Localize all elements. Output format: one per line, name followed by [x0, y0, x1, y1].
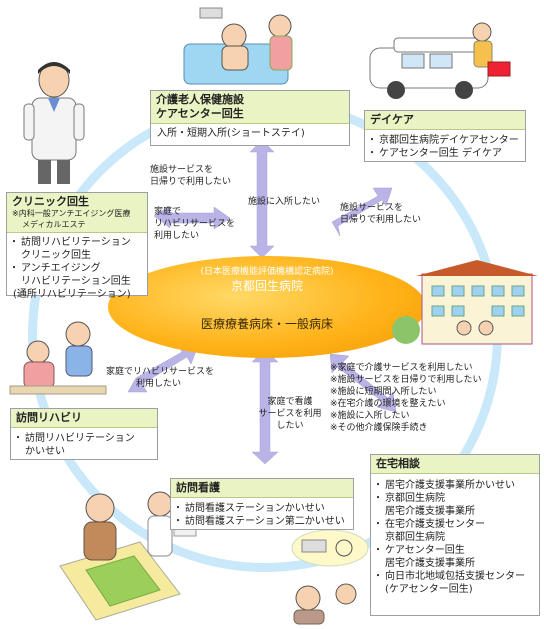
home-consult-item: ケアセンター回生 居宅介護支援事業所 [373, 544, 535, 570]
daycare-box: デイケア 京都回生病院デイケアセンター ケアセンター回生 デイケア [364, 110, 526, 162]
home-consult-item: 向日市北地域包括支援センター (ケアセンター回生) [373, 570, 535, 596]
home-consult-item: 在宅介護支援センター 京都回生病院 [373, 518, 535, 544]
note-top: 施設に入所したい [248, 197, 321, 207]
home-consult-item2-label: 京都回生病院 [385, 493, 445, 504]
note-right-bottom: ※家庭で介護サービスを利用したい ※施設サービスを日帰りで利用したい ※施設に短… [330, 362, 482, 434]
clinic-item2-line3: (通所リハビリテーション) [13, 289, 131, 300]
hospital-name: 京都回生病院 [230, 279, 303, 293]
home-consult-item4-sub: 居宅介護支援事業所 [385, 558, 475, 569]
clinic-subtitle-line1: ※内科一般アンチエイジング医療 [12, 209, 131, 218]
home-consult-item: 京都回生病院 居宅介護支援事業所 [373, 492, 535, 518]
bathing-care-illustration [183, 7, 293, 85]
note-right-top: 施設サービスを 日帰りで利用したい [340, 202, 421, 226]
arrow-upper-right [331, 187, 393, 237]
hospital-ellipse [108, 256, 426, 358]
roken-body: 入所・短期入所(ショートステイ) [157, 128, 305, 139]
arrow-lower-left [127, 344, 199, 393]
home-consult-item2-sub: 居宅介護支援事業所 [385, 506, 475, 517]
note-bottom-line1: 家庭で看護 [267, 397, 313, 407]
clinic-header: クリニック回生 ※内科一般アンチエイジング医療 メディカルエステ [7, 193, 147, 233]
home-nursing-illustration [59, 491, 197, 621]
home-nursing-item: 訪問看護ステーション第二かいせい [173, 515, 349, 528]
arrow-upper-left [153, 205, 231, 230]
home-consult-box: 在宅相談 居宅介護支援事業所かいせい 京都回生病院 居宅介護支援事業所 在宅介護… [370, 454, 540, 616]
home-consult-item: 居宅介護支援事業所かいせい [373, 479, 535, 492]
clinic-item1-label: 訪問リハビリテーション [21, 237, 131, 248]
note-right-bottom-line: ※家庭で介護サービスを利用したい [330, 363, 473, 373]
arrow-lower-right [329, 353, 397, 413]
hospital-building-illustration [392, 260, 538, 345]
note-left-top-a: 施設サービスを 日帰りで利用したい [150, 164, 231, 188]
clinic-subtitle-line2: メディカルエステ [22, 220, 86, 229]
note-left-top-a-line1: 施設サービスを [150, 165, 214, 175]
home-nursing-box: 訪問看護 訪問看護ステーションかいせい 訪問看護ステーション第二かいせい [170, 478, 354, 530]
daycare-item: ケアセンター回生 デイケア [367, 147, 521, 160]
clinic-item: アンチエイジング リハビリテーション回生 (通所リハビリテーション) [9, 262, 143, 301]
home-consult-item3-label: 在宅介護支援センター [385, 519, 485, 530]
home-rehab-item1-label: 訪問リハビリテーション [25, 433, 135, 444]
home-rehab-item: 訪問リハビリテーション かいせい [13, 432, 153, 458]
home-consult-item4-label: ケアセンター回生 [385, 545, 465, 556]
clinic-list: 訪問リハビリテーション クリニック回生 アンチエイジング リハビリテーション回生… [7, 236, 147, 301]
doctor-illustration [23, 62, 85, 184]
daycare-item: 京都回生病院デイケアセンター [367, 134, 521, 147]
note-right-bottom-line: ※在宅介護の環境を整えたい [330, 399, 446, 409]
home-consult-list: 居宅介護支援事業所かいせい 京都回生病院 居宅介護支援事業所 在宅介護支援センタ… [371, 479, 539, 596]
home-nursing-title: 訪問看護 [171, 479, 353, 498]
daycare-title: デイケア [365, 111, 525, 130]
note-left-bottom-line2: 利用したい [136, 379, 182, 389]
roken-box: 介護老人保健施設 ケアセンター回生 入所・短期入所(ショートステイ) [150, 90, 350, 146]
note-left-top-a-line2: 日帰りで利用したい [150, 177, 232, 187]
arrow-bottom [251, 349, 279, 465]
home-nursing-item: 訪問看護ステーションかいせい [173, 502, 349, 515]
home-rehab-item1-sub: かいせい [25, 446, 65, 457]
note-left-top-b: 家庭で リハビリサービスを 利用したい [154, 206, 235, 242]
note-bottom-line3: したい [276, 421, 304, 431]
note-left-top-b-line1: 家庭で [154, 207, 182, 217]
home-consult-item3-sub: 京都回生病院 [385, 532, 445, 543]
note-right-bottom-line: ※施設に短期間入所したい [330, 387, 437, 397]
clinic-title: クリニック回生 [12, 195, 89, 208]
note-left-bottom-line1: 家庭でリハビリサービスを [106, 367, 215, 377]
home-consult-item5-label: 向日市北地域包括支援センター [385, 571, 525, 582]
rehab-illustration [9, 321, 107, 395]
note-right-bottom-line: ※その他介護保険手続き [330, 423, 428, 433]
arrow-top [249, 139, 275, 259]
home-rehab-box: 訪問リハビリ 訪問リハビリテーション かいせい [10, 408, 158, 460]
hospital-certification: (日本医療機能評価機構認定病院) [200, 267, 334, 277]
clinic-item2-line2: リハビリテーション回生 [21, 276, 131, 287]
home-consult-title: 在宅相談 [371, 455, 539, 474]
daycare-van-illustration [369, 22, 511, 99]
roken-title-line2: ケアセンター回生 [156, 107, 244, 120]
home-nursing-list: 訪問看護ステーションかいせい 訪問看護ステーション第二かいせい [171, 502, 353, 528]
note-right-top-line1: 施設サービスを [340, 203, 404, 213]
home-rehab-title: 訪問リハビリ [11, 409, 157, 428]
home-consult-item5-sub: (ケアセンター回生) [385, 584, 473, 595]
clinic-box: クリニック回生 ※内科一般アンチエイジング医療 メディカルエステ 訪問リハビリテ… [6, 192, 148, 300]
note-left-top-b-line3: 利用したい [154, 231, 200, 241]
clinic-item: 訪問リハビリテーション クリニック回生 [9, 236, 143, 262]
clinic-item2-line1: アンチエイジング [21, 263, 101, 274]
note-right-bottom-line: ※施設サービスを日帰りで利用したい [330, 375, 482, 385]
note-right-top-line2: 日帰りで利用したい [340, 215, 422, 225]
daycare-list: 京都回生病院デイケアセンター ケアセンター回生 デイケア [365, 134, 525, 160]
note-left-bottom: 家庭でリハビリサービスを 利用したい [106, 366, 214, 390]
home-rehab-list: 訪問リハビリテーション かいせい [11, 432, 157, 458]
roken-title-line1: 介護老人保健施設 [156, 93, 244, 106]
hospital-wards: 医療療養病床・一般病床 [200, 317, 333, 331]
consultation-illustration [291, 529, 369, 625]
note-left-top-b-line2: リハビリサービスを [154, 219, 236, 229]
note-right-bottom-line: ※施設に入所したい [330, 411, 410, 421]
note-bottom-line2: サービスを利用 [258, 409, 322, 419]
roken-title: 介護老人保健施設 ケアセンター回生 [151, 91, 349, 124]
note-bottom: 家庭で看護 サービスを利用 したい [258, 396, 322, 432]
clinic-item1-sub: クリニック回生 [21, 250, 91, 261]
